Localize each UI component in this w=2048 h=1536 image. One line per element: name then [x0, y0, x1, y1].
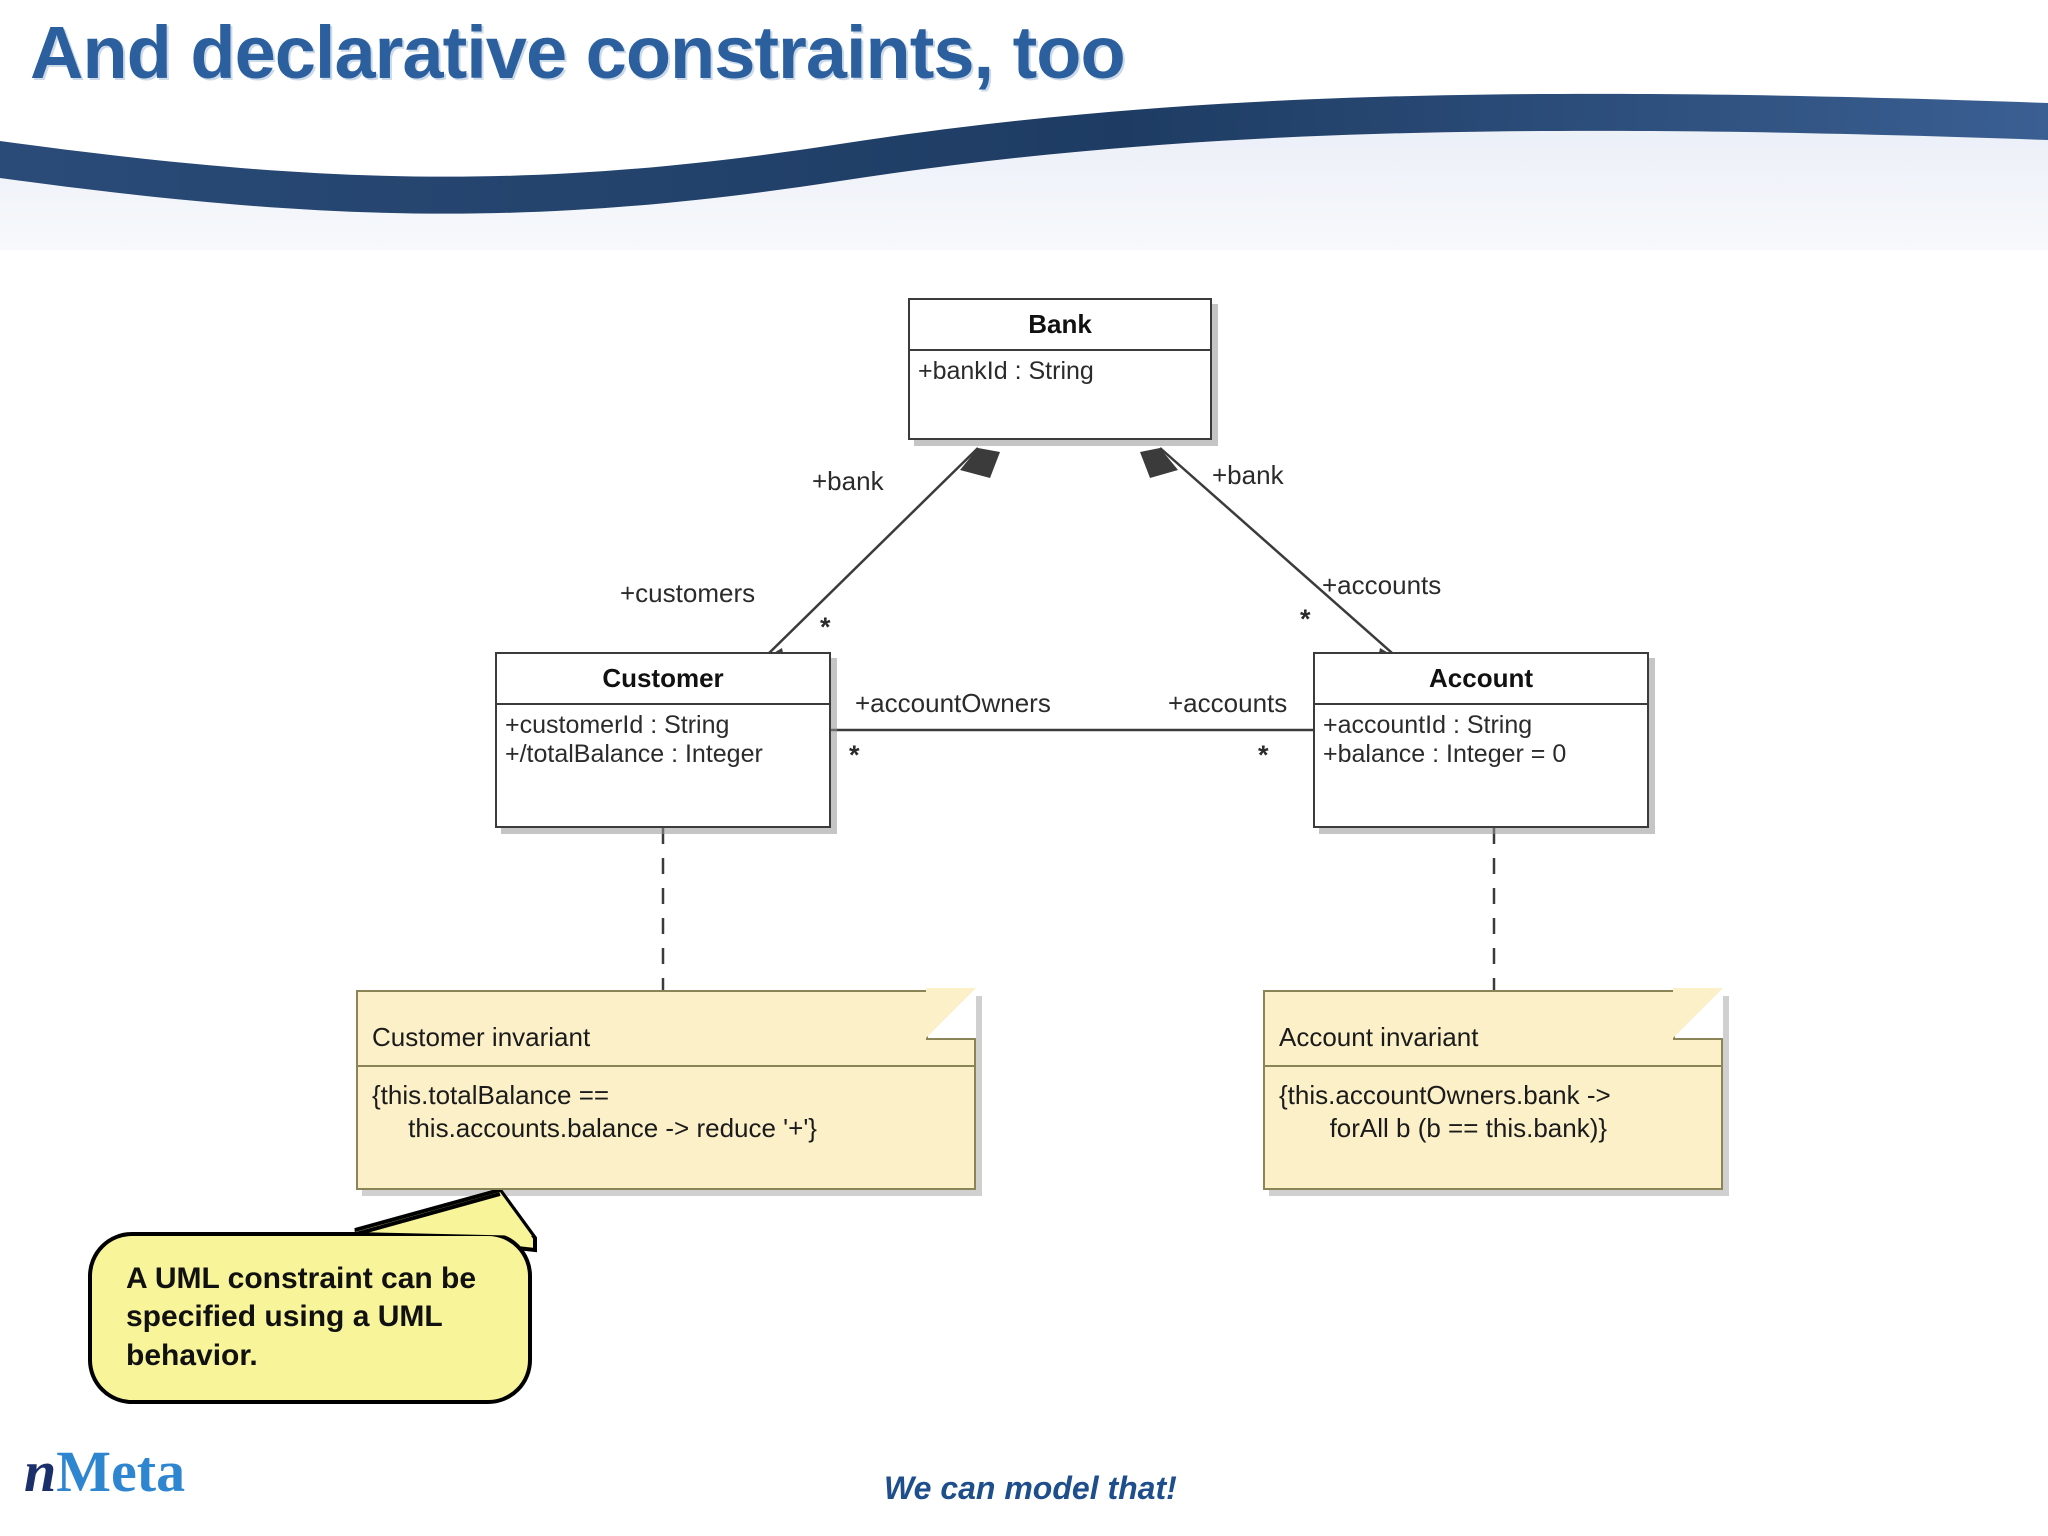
uml-class-customer[interactable]: Customer +customerId : String +/totalBal… — [495, 652, 831, 828]
class-name-customer: Customer — [497, 654, 829, 705]
attribute-row: +bankId : String — [918, 357, 1094, 385]
multiplicity-accounts-mid: * — [1258, 740, 1269, 770]
edge-label-accounts-mid: +accounts — [1168, 688, 1288, 718]
edge-label-customers: +customers — [620, 578, 756, 608]
class-attributes-bank: +bankId : String — [910, 351, 1210, 396]
attribute-row: +balance : Integer = 0 — [1323, 740, 1567, 768]
nmeta-logo: nMeta — [24, 1443, 185, 1501]
class-name-account: Account — [1315, 654, 1647, 705]
note-fold-corner-icon — [1673, 988, 1723, 1040]
uml-class-account[interactable]: Account +accountId : String +balance : I… — [1313, 652, 1649, 828]
class-attributes-customer: +customerId : String +/totalBalance : In… — [497, 705, 829, 779]
edge-label-account-owners: +accountOwners — [855, 688, 1051, 718]
note-title-account-invariant: Account invariant — [1265, 992, 1721, 1067]
edge-label-bank-left: +bank — [812, 466, 884, 496]
uml-note-customer-invariant[interactable]: Customer invariant {this.totalBalance ==… — [356, 988, 976, 1190]
page-title: And declarative constraints, too — [30, 11, 1126, 94]
multiplicity-accounts: * — [1300, 604, 1311, 634]
note-title-customer-invariant: Customer invariant — [358, 992, 974, 1067]
note-fold-corner-icon — [926, 988, 976, 1040]
logo-word-meta: Meta — [56, 1439, 186, 1504]
uml-note-account-invariant[interactable]: Account invariant {this.accountOwners.ba… — [1263, 988, 1723, 1190]
edge-label-bank-right: +bank — [1212, 460, 1284, 490]
class-attributes-account: +accountId : String +balance : Integer =… — [1315, 705, 1647, 779]
multiplicity-account-owners: * — [849, 740, 860, 770]
callout-text: A UML constraint can be specified using … — [126, 1262, 477, 1372]
attribute-row: +customerId : String — [505, 711, 730, 739]
attribute-row: +/totalBalance : Integer — [505, 740, 763, 768]
logo-letter-n: n — [24, 1439, 57, 1504]
callout-bubble[interactable] — [80, 1190, 550, 1420]
callout-container: A UML constraint can be specified using … — [88, 1236, 528, 1400]
class-name-bank: Bank — [910, 300, 1210, 351]
uml-class-bank[interactable]: Bank +bankId : String — [908, 298, 1212, 440]
edge-label-accounts-from-bank: +accounts — [1322, 570, 1442, 600]
attribute-row: +accountId : String — [1323, 711, 1533, 739]
note-body-customer-invariant: {this.totalBalance == this.accounts.bala… — [372, 1080, 817, 1143]
multiplicity-customers: * — [820, 612, 831, 642]
note-body-account-invariant: {this.accountOwners.bank -> forAll b (b … — [1279, 1080, 1611, 1143]
footer-tagline: We can model that! — [884, 1470, 1177, 1506]
